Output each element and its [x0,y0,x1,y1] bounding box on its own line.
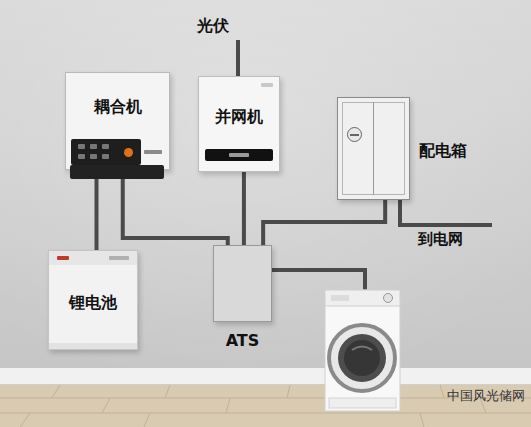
washing-machine [325,290,400,411]
device-detail [78,144,85,149]
distribution-box: 配电箱 [337,97,410,200]
device-label: ATS [226,331,260,350]
device-detail [70,165,164,179]
device-detail [350,134,359,136]
device-detail [144,150,162,154]
pv-cable [236,40,240,76]
wall [0,0,531,370]
device-detail [109,256,129,260]
device-detail [90,144,97,149]
device-detail [229,153,249,157]
baseboard [0,368,531,385]
device-detail [261,83,273,87]
device-detail [102,144,109,149]
device-detail [78,154,85,159]
grid-label: 到电网 [418,230,463,248]
device-detail [49,343,137,349]
device-label: 锂电池 [69,293,117,312]
baseboard-edge [0,384,531,385]
device-detail [373,102,374,195]
floor [0,385,531,427]
power-cable [95,170,99,250]
power-cable [123,170,228,245]
wall-light [0,0,531,370]
device-detail [102,154,109,159]
floor-planks [0,385,531,427]
grid-cable [400,200,492,225]
grid-inverter: 并网机 [198,76,280,172]
pv-label: 光伏 [197,16,229,35]
device-detail [57,256,69,260]
ats-switch: ATS [213,245,272,322]
lithium-battery: 锂电池 [48,250,138,350]
hybrid-inverter: 耦合机 [65,72,170,170]
device-label: 耦合机 [94,97,142,116]
power-cable [242,172,246,245]
load-cable [272,270,365,292]
power-cable [263,200,385,245]
device-detail [124,148,133,157]
device-label: 配电箱 [419,141,467,160]
device-detail [90,154,97,159]
watermark: 中国风光储网 [447,388,525,404]
device-label: 并网机 [215,107,263,126]
